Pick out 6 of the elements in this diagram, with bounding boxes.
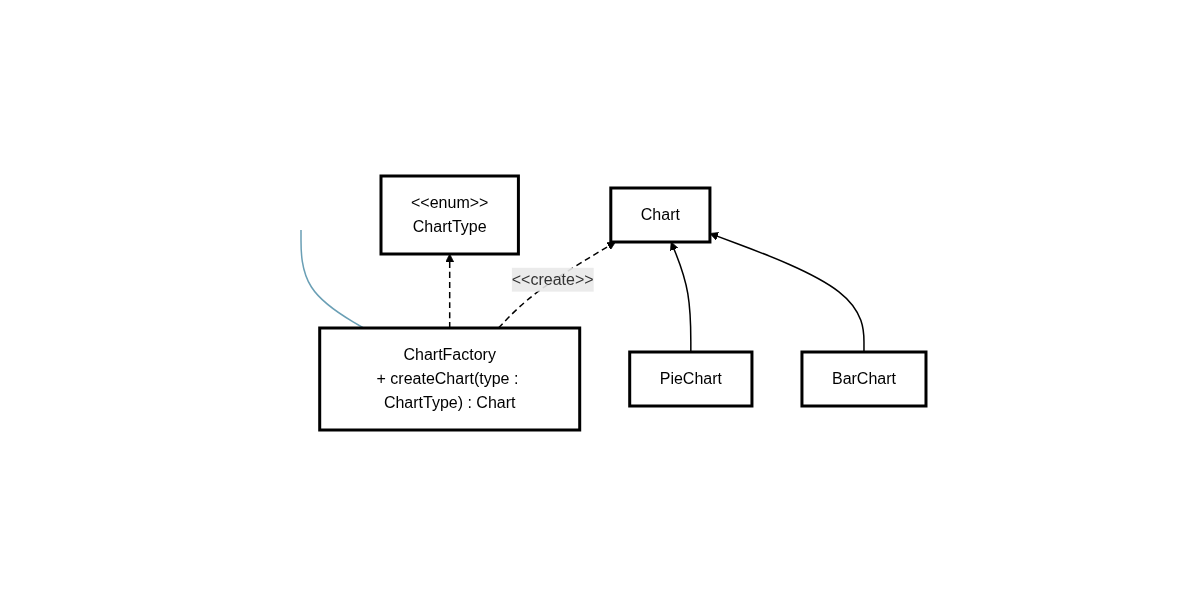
node-box: BarChart [799,350,927,407]
node-box: ChartFactory + createChart(type : ChartType) : Chart [317,326,581,431]
node-box: Chart [608,186,711,243]
edge-label: <<create>> [511,270,594,288]
node-box: <<enum>> ChartType [379,174,520,255]
node-box: PieChart [627,350,753,407]
